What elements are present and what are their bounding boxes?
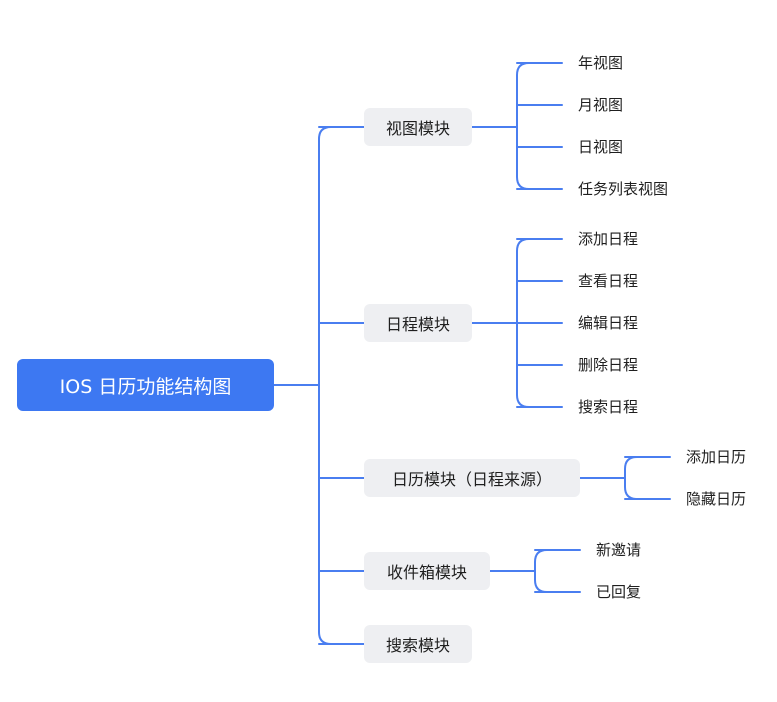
leaf-view-event: 查看日程 <box>578 272 639 290</box>
module-label: 日历模块（日程来源） <box>391 470 552 489</box>
leaf-year-view: 年视图 <box>578 54 624 72</box>
leaf-edit-event: 编辑日程 <box>578 314 639 332</box>
module-search: 搜索模块 <box>364 625 472 663</box>
module-view: 视图模块 <box>364 108 472 146</box>
module-spine <box>318 126 332 645</box>
module-label: 收件箱模块 <box>386 563 467 582</box>
children-spine <box>534 549 548 593</box>
leaf-hide-calendar: 隐藏日历 <box>686 490 747 508</box>
leaf-day-view: 日视图 <box>578 138 624 156</box>
leaf-month-view: 月视图 <box>578 96 624 114</box>
root-label: IOS 日历功能结构图 <box>59 375 232 398</box>
children-spine <box>516 62 530 190</box>
module-calendar: 日历模块（日程来源） <box>364 459 580 497</box>
module-label: 视图模块 <box>385 119 450 138</box>
leaf-search-event: 搜索日程 <box>578 398 639 416</box>
leaf-add-calendar: 添加日历 <box>686 448 747 466</box>
module-inbox: 收件箱模块 <box>364 552 490 590</box>
module-schedule: 日程模块 <box>364 304 472 342</box>
root-node: IOS 日历功能结构图 <box>17 359 274 411</box>
module-label: 搜索模块 <box>385 636 450 655</box>
leaf-task-list-view: 任务列表视图 <box>578 180 669 198</box>
leaf-delete-event: 删除日程 <box>578 356 639 374</box>
leaf-add-event: 添加日程 <box>578 230 639 248</box>
leaf-new-invite: 新邀请 <box>596 541 642 559</box>
children-spine <box>624 456 638 500</box>
leaf-replied: 已回复 <box>596 583 642 601</box>
module-label: 日程模块 <box>385 315 450 334</box>
